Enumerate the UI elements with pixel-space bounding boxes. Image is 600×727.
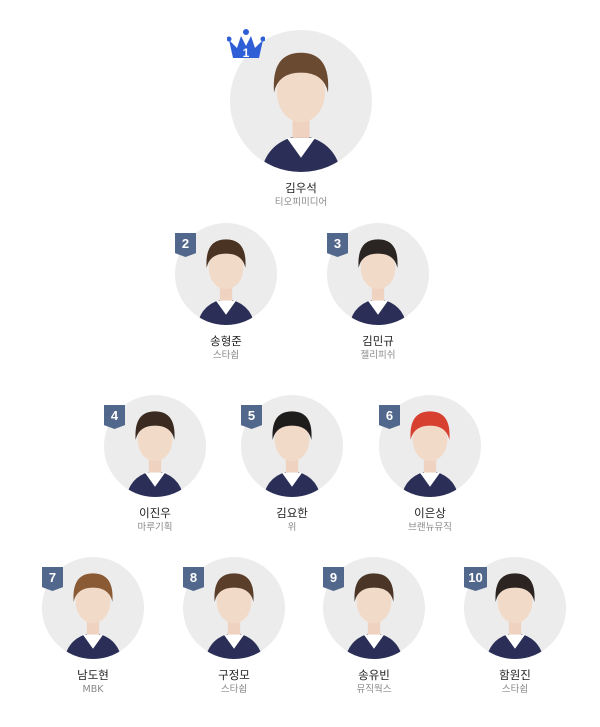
trainee-name: 김민규 (362, 334, 394, 348)
trainee-name: 송형준 (210, 334, 242, 348)
trainee-name: 김요한 (276, 506, 308, 520)
trainee-name: 김우석 (285, 181, 317, 195)
rank-badge: 6 (379, 405, 400, 429)
rank-badge: 8 (183, 567, 204, 591)
trainee-card-6[interactable]: 6 이은상 브랜뉴뮤직 (379, 395, 481, 534)
trainee-agency: MBK (82, 684, 104, 695)
rank-badge: 2 (175, 233, 196, 257)
trainee-photo (230, 30, 372, 172)
trainee-card-5[interactable]: 5 김요한 위 (241, 395, 343, 534)
badge-rank-number: 1 (243, 46, 250, 60)
trainee-photo (327, 223, 429, 325)
trainee-card-7[interactable]: 7 남도현 MBK (42, 557, 144, 696)
trainee-agency: 스타쉽 (220, 684, 248, 695)
trainee-card-9[interactable]: 9 송유빈 뮤직웍스 (323, 557, 425, 696)
trainee-name: 함원진 (499, 668, 531, 682)
trainee-agency: 위 (287, 522, 297, 533)
trainee-name: 이진우 (139, 506, 171, 520)
trainee-card-2[interactable]: 2 송형준 스타쉽 (175, 223, 277, 362)
trainee-card-3[interactable]: 3 김민규 젤리피쉬 (327, 223, 429, 362)
trainee-agency: 젤리피쉬 (360, 350, 396, 361)
trainee-name: 남도현 (77, 668, 109, 682)
trainee-card-10[interactable]: 10 함원진 스타쉽 (464, 557, 566, 696)
rank-badge: 10 (464, 567, 487, 591)
trainee-name: 송유빈 (358, 668, 390, 682)
trainee-card-8[interactable]: 8 구정모 스타쉽 (183, 557, 285, 696)
trainee-agency: 브랜뉴뮤직 (408, 522, 452, 533)
trainee-agency: 마루기획 (137, 522, 173, 533)
rank-badge: 3 (327, 233, 348, 257)
rank-badge: 7 (42, 567, 63, 591)
rank-badge: 4 (104, 405, 125, 429)
rank-badge: 5 (241, 405, 262, 429)
trainee-photo (379, 395, 481, 497)
trainee-card-1[interactable]: 1 김우석 티오피미디어 (227, 29, 372, 209)
crown-icon: 1 (227, 29, 265, 60)
trainee-agency: 티오피미디어 (274, 197, 328, 208)
trainee-agency: 뮤직웍스 (356, 684, 392, 695)
trainee-agency: 스타쉽 (501, 684, 529, 695)
trainee-name: 이은상 (414, 506, 446, 520)
trainee-agency: 스타쉽 (212, 350, 240, 361)
trainee-card-4[interactable]: 4 이진우 마루기획 (104, 395, 206, 534)
rank-badge: 9 (323, 567, 344, 591)
trainee-name: 구정모 (218, 668, 250, 682)
